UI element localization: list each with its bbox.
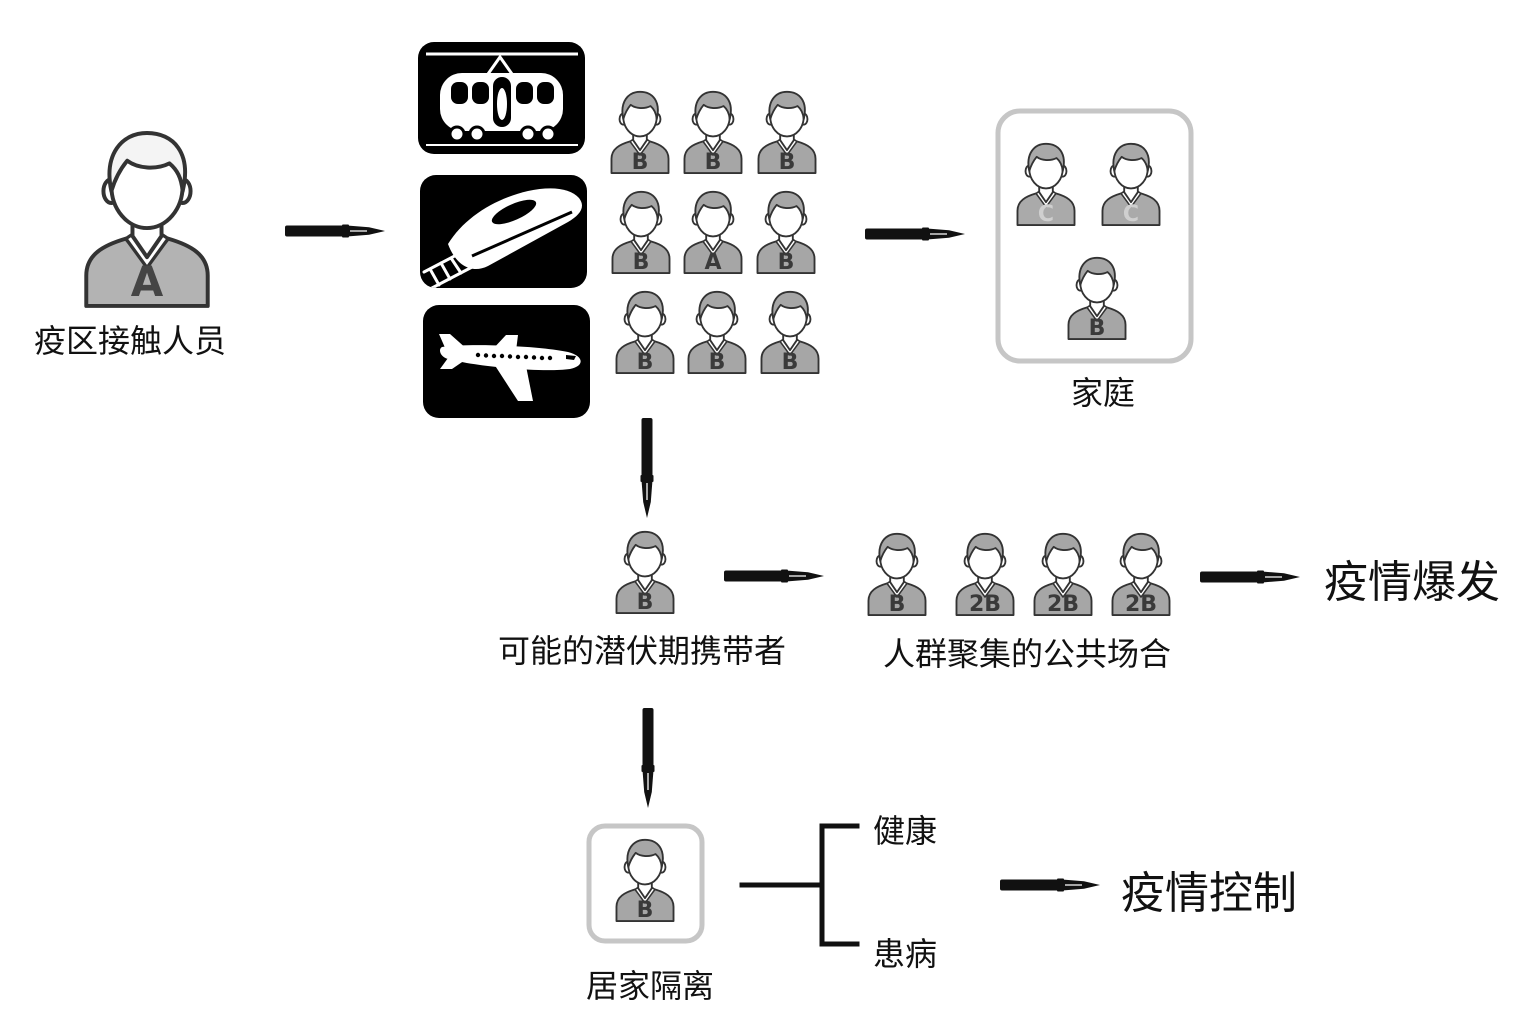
family-person: C bbox=[1101, 142, 1161, 227]
passenger-person: B bbox=[760, 290, 820, 375]
arrow-down bbox=[640, 707, 656, 809]
source-person: A bbox=[84, 131, 210, 308]
person-badge: B bbox=[889, 592, 906, 617]
tram-icon bbox=[418, 42, 585, 154]
person-badge: B bbox=[633, 250, 650, 275]
family-box: C C B bbox=[995, 108, 1194, 364]
outcome-sick: 患病 bbox=[873, 935, 937, 973]
arrow-right bbox=[999, 877, 1101, 893]
arrow-right bbox=[1199, 569, 1301, 585]
isolated-person: B bbox=[615, 838, 675, 923]
passenger-grid: B B B B A B B B bbox=[610, 90, 820, 375]
outcome-bracket bbox=[739, 823, 860, 947]
outcome-healthy: 健康 bbox=[873, 812, 937, 850]
home-isolation-box: B bbox=[586, 823, 705, 944]
crowd-person: 2B bbox=[955, 532, 1015, 617]
person-badge: B bbox=[779, 150, 796, 175]
person-badge: A bbox=[704, 250, 721, 275]
passenger-person: B bbox=[610, 90, 670, 175]
passenger-person: B bbox=[687, 290, 747, 375]
arrow-down bbox=[639, 417, 655, 519]
family-person: C bbox=[1016, 142, 1076, 227]
control-label: 疫情控制 bbox=[1121, 868, 1297, 919]
passenger-person: B bbox=[611, 190, 671, 275]
carrier-person: B bbox=[615, 530, 675, 615]
passenger-person: B bbox=[615, 290, 675, 375]
passenger-person: B bbox=[757, 90, 817, 175]
person-badge: 2B bbox=[969, 592, 1001, 617]
person-badge: B bbox=[637, 350, 654, 375]
crowd-person: 2B bbox=[1111, 532, 1171, 617]
person-badge: B bbox=[637, 898, 654, 923]
outbreak-label: 疫情爆发 bbox=[1324, 557, 1500, 608]
passenger-person: B bbox=[683, 90, 743, 175]
person-badge: 2B bbox=[1047, 592, 1079, 617]
family-label: 家庭 bbox=[1071, 374, 1135, 412]
arrow-right bbox=[723, 568, 825, 584]
airplane-icon bbox=[423, 305, 590, 418]
passenger-person: B bbox=[756, 190, 816, 275]
person-badge: B bbox=[705, 150, 722, 175]
person-badge: C bbox=[1123, 202, 1139, 227]
person-badge: 2B bbox=[1125, 592, 1157, 617]
person-badge: A bbox=[131, 257, 164, 306]
arrow-right bbox=[864, 226, 966, 242]
crowd-person: 2B bbox=[1033, 532, 1093, 617]
family-person: B bbox=[1067, 256, 1127, 341]
person-badge: B bbox=[637, 590, 654, 615]
person-badge: B bbox=[1089, 316, 1106, 341]
carrier-label: 可能的潜伏期携带者 bbox=[498, 632, 786, 670]
person-badge: B bbox=[782, 350, 799, 375]
person-badge: B bbox=[709, 350, 726, 375]
high-speed-train-icon bbox=[420, 175, 587, 288]
arrow-right bbox=[284, 223, 386, 239]
public-gathering-group: B 2B 2B 2B bbox=[867, 532, 1171, 617]
home-isolation-label: 居家隔离 bbox=[586, 967, 714, 1005]
person-badge: B bbox=[632, 150, 649, 175]
passenger-person: A bbox=[683, 190, 743, 275]
person-badge: C bbox=[1038, 202, 1054, 227]
public-gathering-label: 人群聚集的公共场合 bbox=[883, 635, 1171, 673]
crowd-person: B bbox=[867, 532, 927, 617]
source-person-label: 疫区接触人员 bbox=[34, 322, 226, 360]
person-badge: B bbox=[778, 250, 795, 275]
